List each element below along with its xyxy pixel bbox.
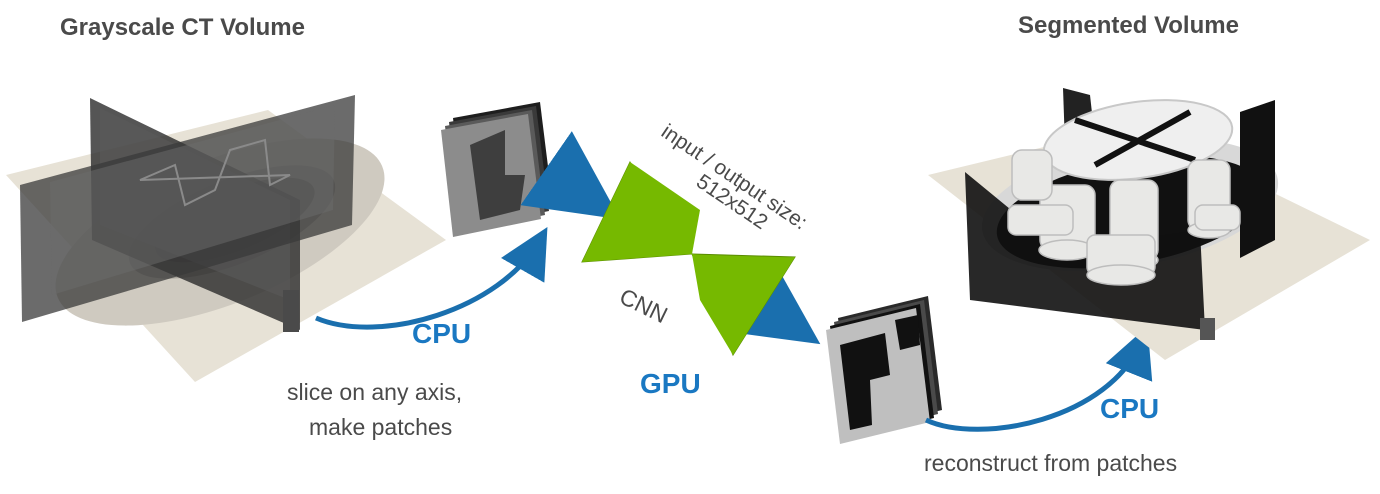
ct-volume-illustration xyxy=(6,95,446,382)
arrow-from-cnn xyxy=(720,256,821,345)
cnn-shape xyxy=(581,160,796,357)
cpu-arrow-right xyxy=(924,326,1153,432)
cpu-label-left: CPU xyxy=(412,318,472,349)
output-title: Segmented Volume xyxy=(1018,12,1239,39)
input-title: Grayscale CT Volume xyxy=(60,14,305,41)
segmented-volume-illustration xyxy=(928,88,1370,360)
cpu-arrow-left xyxy=(315,226,548,330)
gpu-label: GPU xyxy=(640,368,701,399)
output-patches-stack xyxy=(826,296,942,444)
slice-note-line1: slice on any axis, xyxy=(287,379,463,405)
slice-note-line2: make patches xyxy=(309,414,453,440)
input-patches-stack xyxy=(441,102,553,237)
reconstruct-note: reconstruct from patches xyxy=(924,450,1178,476)
cpu-label-right: CPU xyxy=(1100,393,1160,424)
arrow-to-cnn xyxy=(520,131,621,220)
